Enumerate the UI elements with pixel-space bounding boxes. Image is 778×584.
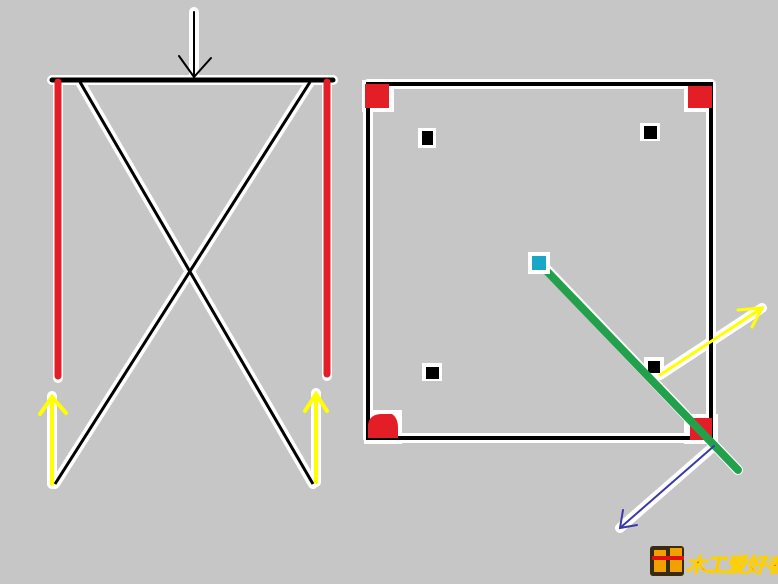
hole-marker-1	[422, 131, 433, 145]
cross-brace-2	[53, 81, 312, 485]
corner-marker-bottom-left	[368, 414, 398, 438]
cross-brace-1	[78, 81, 315, 485]
hole-marker-4	[648, 361, 660, 373]
left-x-frame	[38, 7, 338, 489]
arrow-up-icon	[303, 390, 329, 484]
arrow-icon	[618, 445, 715, 530]
watermark-text: 木工爱好者	[686, 553, 778, 577]
frame-square	[366, 82, 713, 440]
arrow-up-icon	[38, 393, 68, 486]
diagonal-brace	[536, 260, 742, 474]
right-square-frame	[362, 79, 767, 533]
arrow-down-icon	[178, 11, 212, 79]
arrow-icon	[658, 306, 765, 377]
woodworking-logo-icon	[650, 546, 684, 576]
hole-marker-3	[426, 367, 439, 379]
hole-marker-2	[644, 126, 657, 139]
corner-marker-top-left	[365, 84, 389, 108]
pivot-marker	[532, 256, 546, 270]
corner-marker-top-right	[688, 86, 712, 108]
